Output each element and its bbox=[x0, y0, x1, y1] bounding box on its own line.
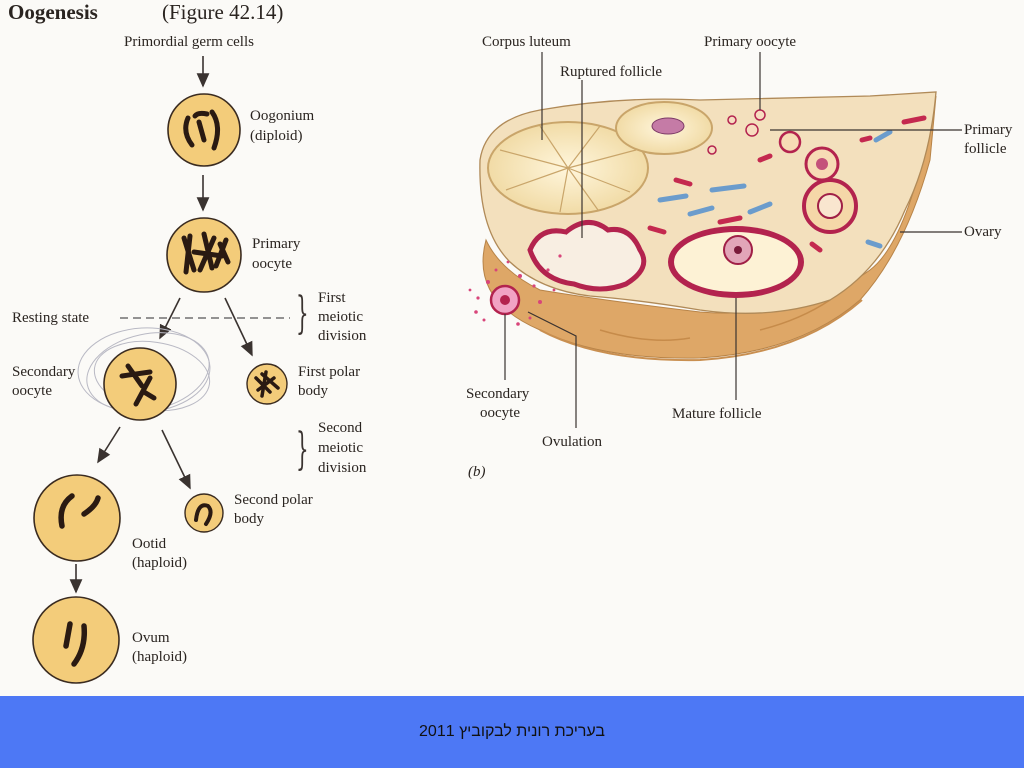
first-polar-body-cell bbox=[246, 363, 288, 405]
brace-second-meiotic: } bbox=[296, 424, 309, 475]
leader-lines bbox=[504, 52, 962, 428]
ovum-cell bbox=[32, 596, 120, 684]
label-ovum-2: (haploid) bbox=[132, 649, 187, 665]
label-primary-oocyte-1: Primary bbox=[252, 236, 301, 252]
footer-credit: בעריכת רונית לבקוביץ 2011 bbox=[419, 723, 605, 740]
label-primary-follicle-1: Primary bbox=[964, 122, 1013, 138]
released-secondary-oocyte bbox=[468, 254, 562, 326]
label-second-polar-1: Second polar bbox=[234, 492, 313, 508]
label-primary-oocyte-2: oocyte bbox=[252, 256, 292, 272]
label-secondary-oocyte-1: Secondary bbox=[12, 364, 76, 380]
growing-follicles bbox=[778, 130, 858, 234]
label-first-polar-2: body bbox=[298, 383, 328, 399]
label-first-polar-1: First polar bbox=[298, 364, 361, 380]
label-ootid-1: Ootid bbox=[132, 536, 167, 552]
arrow-primary-to-first-polar bbox=[224, 297, 253, 357]
label-resting-state: Resting state bbox=[12, 310, 90, 326]
mature-follicle bbox=[668, 226, 804, 298]
figure-reference: (Figure 42.14) bbox=[162, 0, 284, 24]
arrow-secondary-to-second-polar bbox=[161, 429, 191, 490]
secondary-oocyte-cell bbox=[103, 347, 177, 421]
brace-first-meiotic: } bbox=[296, 288, 309, 339]
label-first-meiotic-3: division bbox=[318, 328, 367, 344]
label-secondary-oocyte-2: oocyte bbox=[12, 383, 52, 399]
corpus-luteum bbox=[487, 121, 649, 215]
page-title: Oogenesis bbox=[8, 0, 98, 24]
label-primordial-germ-cells: Primordial germ cells bbox=[124, 34, 254, 50]
label-primary-follicle-2: follicle bbox=[964, 141, 1007, 157]
ovary-body bbox=[482, 95, 937, 359]
label-ruptured-follicle: Ruptured follicle bbox=[560, 64, 663, 80]
ootid-cell bbox=[33, 474, 121, 562]
label-ootid-2: (haploid) bbox=[132, 555, 187, 571]
second-polar-body-cell bbox=[184, 493, 224, 533]
ovary-diagram bbox=[468, 52, 962, 428]
label-oogonium-ploidy: (diploid) bbox=[250, 128, 303, 144]
oogonium-cell bbox=[167, 93, 241, 167]
footer-bar: בעריכת רונית לבקוביץ 2011 bbox=[0, 696, 1024, 768]
oogenesis-slide: Oogenesis (Figure 42.14) Primordial germ… bbox=[8, 0, 1013, 684]
label-ovum-1: Ovum bbox=[132, 630, 170, 646]
primary-follicles bbox=[707, 109, 766, 155]
label-ovulation: Ovulation bbox=[542, 434, 602, 450]
label-second-meiotic-2: meiotic bbox=[318, 440, 363, 456]
label-second-meiotic-1: Second bbox=[318, 420, 363, 436]
primary-oocyte-cell bbox=[166, 217, 242, 293]
label-second-polar-2: body bbox=[234, 511, 264, 527]
ruptured-follicle bbox=[527, 220, 647, 292]
blood-vessels bbox=[647, 115, 927, 253]
label-second-meiotic-3: division bbox=[318, 460, 367, 476]
label-oogonium: Oogonium bbox=[250, 108, 315, 124]
label-secondary-oocyte-ovary-1: Secondary bbox=[466, 386, 530, 402]
label-first-meiotic-2: meiotic bbox=[318, 309, 363, 325]
label-corpus-luteum: Corpus luteum bbox=[482, 34, 571, 50]
oogenesis-flow bbox=[32, 56, 290, 684]
label-ovary: Ovary bbox=[964, 224, 1002, 240]
label-first-meiotic-1: First bbox=[318, 290, 346, 306]
diagram-graphics bbox=[32, 52, 962, 684]
label-mature-follicle: Mature follicle bbox=[672, 406, 762, 422]
corpus-albicans bbox=[615, 101, 713, 155]
arrow-secondary-to-ootid bbox=[97, 426, 121, 464]
label-secondary-oocyte-ovary-2: oocyte bbox=[480, 405, 520, 421]
arrow-primary-to-secondary bbox=[159, 297, 181, 340]
panel-label-b: (b) bbox=[468, 464, 486, 480]
label-primary-oocyte-ovary: Primary oocyte bbox=[704, 34, 797, 50]
